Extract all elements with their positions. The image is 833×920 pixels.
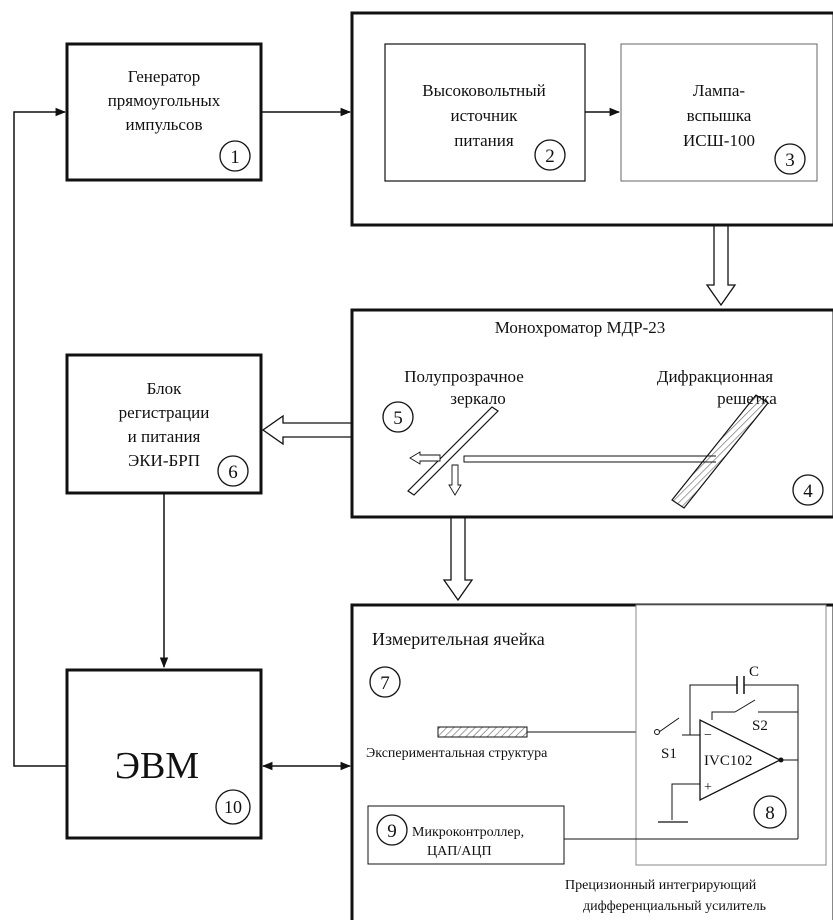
number-2-circle	[534, 139, 566, 171]
number-6: 6	[228, 462, 238, 483]
structure-shape	[437, 726, 528, 738]
reflected-ray-left	[409, 451, 441, 465]
generator-label-2: прямоугольных	[108, 91, 221, 110]
number-7-circle	[369, 666, 401, 698]
number-4: 4	[803, 481, 813, 502]
s2-label: S2	[752, 718, 768, 734]
number-5: 5	[393, 408, 403, 429]
registration-label-2: регистрации	[119, 403, 210, 422]
hv-source-label-3: питания	[454, 131, 514, 150]
s1-contact	[654, 729, 660, 735]
mcu-label-2: ЦАП/АЦП	[427, 844, 492, 859]
grating-label-1: Дифракционная	[657, 367, 773, 386]
number-2: 2	[545, 146, 555, 167]
ground-wire	[671, 783, 700, 820]
monochromator-block: Монохроматор МДР-23 Полупрозрачное зерка…	[350, 308, 833, 519]
s2-blade	[734, 699, 756, 713]
number-6-circle	[217, 455, 249, 487]
number-4-circle	[792, 474, 824, 506]
cap-left-wire	[689, 684, 737, 735]
number-5-circle	[382, 401, 414, 433]
op-amp-triangle	[699, 718, 782, 802]
lamp-label-1: Лампа-	[693, 81, 745, 100]
number-10-circle	[215, 789, 251, 825]
s2-left-wire	[711, 711, 735, 720]
registration-label-1: Блок	[147, 379, 183, 398]
mirror-shape	[407, 406, 499, 496]
capacitor-label: C	[749, 664, 759, 680]
hv-source-label-1: Высоковольтный	[422, 81, 546, 100]
number-10: 10	[224, 797, 242, 817]
s1-label: S1	[661, 746, 677, 762]
amp-caption-1: Прецизионный интегрирующий	[565, 878, 757, 893]
generator-label-3: импульсов	[125, 115, 202, 134]
measuring-cell-block: Измерительная ячейка 7 Экспериментальная…	[350, 603, 833, 920]
lamp-label-2: вспышка	[687, 106, 752, 125]
mcu-label-1: Микроконтроллер,	[412, 825, 524, 840]
monochromator-title: Монохроматор МДР-23	[495, 318, 666, 337]
number-9-circle	[376, 814, 408, 846]
cell-title: Измерительная ячейка	[372, 629, 545, 649]
transmitted-ray-down	[448, 464, 462, 496]
s1-blade	[658, 717, 680, 733]
registration-label-4: ЭКИ-БРП	[128, 451, 200, 470]
registration-label-3: и питания	[128, 427, 201, 446]
plus-sign: +	[704, 780, 712, 795]
number-8: 8	[765, 803, 775, 824]
computer-label: ЭВМ	[115, 745, 199, 787]
number-1-circle	[219, 140, 251, 172]
power-lamp-group: Высоковольтный источник питания 2 Лампа-…	[350, 11, 833, 227]
computer-block: ЭВМ 10	[65, 668, 263, 840]
grating-shape	[671, 394, 769, 509]
minus-sign: −	[704, 728, 712, 743]
mirror-label-1: Полупрозрачное	[404, 367, 524, 386]
number-9: 9	[387, 821, 397, 842]
amp-label: IVC102	[704, 753, 752, 769]
light-arrow-mono-to-cell	[442, 517, 474, 602]
generator-block: Генератор прямоугольных импульсов 1	[65, 42, 263, 182]
arrow-10-to-1	[13, 107, 67, 767]
amp-caption-2: дифференциальный усилитель	[583, 899, 766, 914]
number-8-circle	[753, 795, 787, 829]
generator-label-1: Генератор	[128, 67, 201, 86]
number-3-circle	[774, 143, 806, 175]
number-3: 3	[785, 150, 795, 171]
light-arrow-mono-to-reg	[261, 414, 352, 446]
number-1: 1	[230, 147, 240, 168]
structure-label: Экспериментальная структура	[366, 746, 548, 761]
mirror-label-2: зеркало	[450, 389, 505, 408]
registration-block: Блок регистрации и питания ЭКИ-БРП 6	[65, 353, 263, 495]
number-7: 7	[380, 673, 390, 694]
cap-right-wire	[744, 684, 799, 760]
light-beam	[463, 455, 716, 463]
hv-source-label-2: источник	[451, 106, 519, 125]
light-arrow-lamp-to-mono	[705, 226, 737, 307]
lamp-label-3: ИСШ-100	[683, 131, 755, 150]
